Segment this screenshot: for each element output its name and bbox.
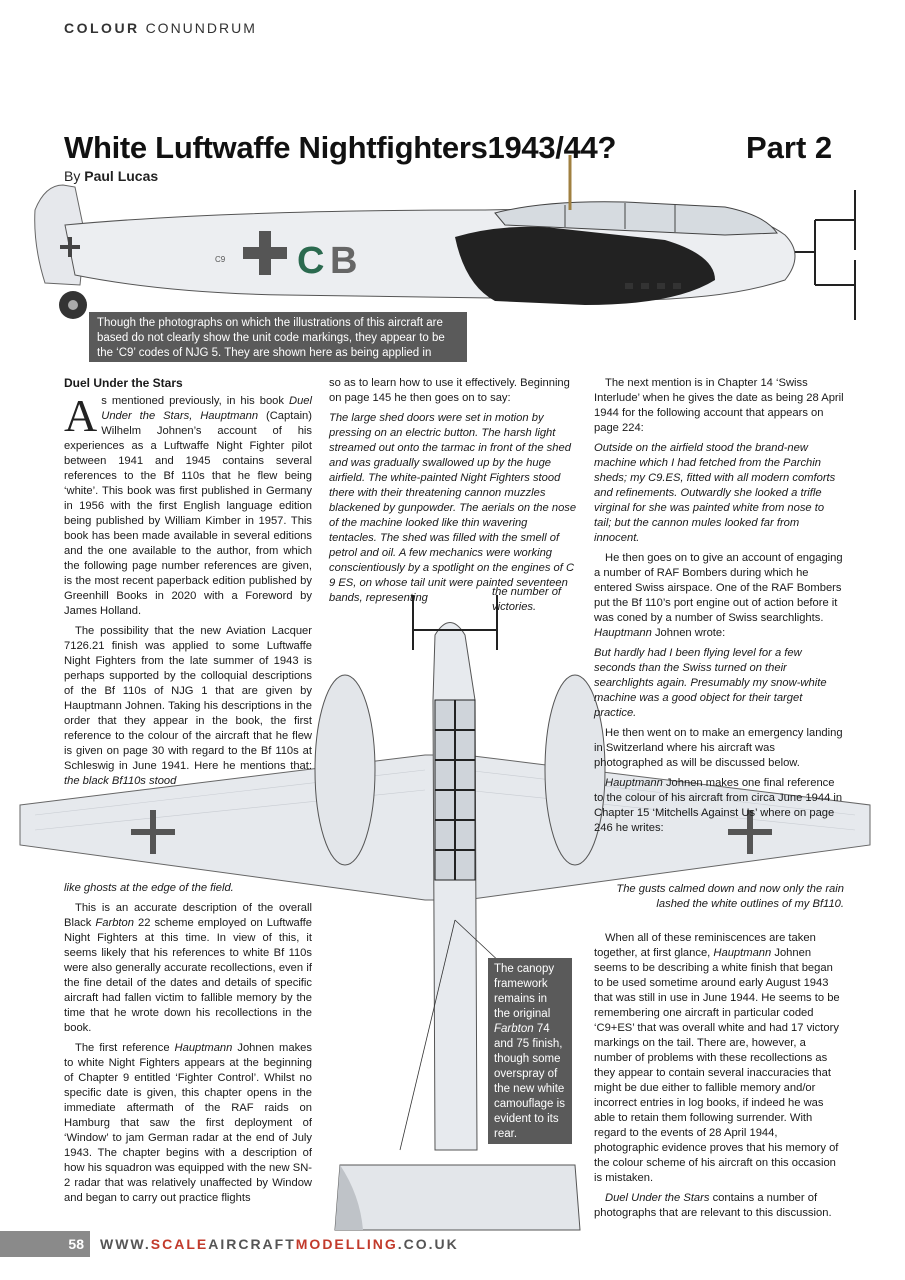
col3-p2b: Hauptmann <box>594 627 652 639</box>
section-heading: Duel Under the Stars <box>64 376 183 390</box>
col1-p2c: like ghosts at the edge of the field. <box>64 882 234 894</box>
col1-p2b: the black Bf110s stood <box>64 775 177 787</box>
col3-q2: But hardly had I been flying level for a… <box>594 647 827 719</box>
dropcap: A <box>64 390 98 441</box>
col1-p1b: Duel Under the Stars, Hauptmann <box>101 395 312 422</box>
page-number: 58 <box>0 1231 90 1257</box>
caption-end: 77. <box>136 362 156 374</box>
caption-text: Though the photographs on which the illu… <box>97 317 445 359</box>
col3-q1: Outside on the airfield stood the brand-… <box>594 442 836 544</box>
col2-quote-end: the number of victories. <box>492 586 562 613</box>
sidebox-c: 74 and 75 finish, though some overspray … <box>494 1023 565 1140</box>
byline: By Paul Lucas <box>64 168 158 184</box>
column-3-continued: When all of these reminiscences are take… <box>594 931 844 1226</box>
sidebox-a: The canopy framework remains in the orig… <box>494 963 555 1020</box>
section-header-bold: COLOUR <box>64 20 140 36</box>
col3-p2a: He then goes on to give an account of en… <box>594 552 843 624</box>
footer-url[interactable]: WWW.SCALEAIRCRAFTMODELLING.CO.UK <box>100 1236 459 1252</box>
col3-p5a: When all of these reminiscences are take… <box>594 932 816 959</box>
col3-p4a: Hauptmann <box>605 777 663 789</box>
col1-p4a: The first reference <box>75 1042 175 1054</box>
code-letter-c: C <box>297 240 324 282</box>
col1-p1a: s mentioned previously, in his book <box>101 395 289 407</box>
col3-p4b: Johnen makes one final reference to the … <box>594 777 843 834</box>
byline-prefix: By <box>64 168 81 184</box>
col1-p3b: Farbton <box>95 917 134 929</box>
col1-p4c: Johnen makes to white Night Fighters app… <box>64 1042 313 1204</box>
aircraft-side-view-illustration: C B C9 <box>34 155 856 320</box>
col1-p1c: (Captain) Wilhelm Johnen’s account of hi… <box>64 410 313 617</box>
url-part-c: AIRCRAFT <box>208 1236 296 1252</box>
col3-p6b: contains a number of photographs that ar… <box>594 1192 832 1219</box>
canopy-callout-box: The canopy framework remains in the orig… <box>488 958 572 1144</box>
column-1-continued: like ghosts at the edge of the field. Th… <box>64 881 312 1211</box>
col3-p5b: Hauptmann <box>713 947 772 959</box>
col1-p2a: The possibility that the new Aviation La… <box>64 625 312 772</box>
url-part-a: WWW. <box>100 1236 151 1252</box>
illustration-caption: Though the photographs on which the illu… <box>89 312 467 374</box>
article-title: White Luftwaffe Nightfighters1943/44? <box>64 130 617 165</box>
article-part: Part 2 <box>746 130 833 165</box>
column-2: so as to learn how to use it effectively… <box>329 376 577 611</box>
col3-q3: The gusts calmed down and now only the r… <box>616 883 844 910</box>
section-header-rest: CONUNDRUM <box>145 20 257 36</box>
col1-p3c: 22 scheme employed on Luftwaffe Night Fi… <box>64 917 313 1034</box>
author-name: Paul Lucas <box>84 168 159 184</box>
col1-p3a: This is an accurate description of the o… <box>64 902 312 929</box>
col2-quote: The large shed doors were set in motion … <box>329 412 577 604</box>
aircraft-plan-view-illustration <box>19 595 871 1231</box>
small-code-c9: C9 <box>215 255 226 264</box>
col1-p4b: Hauptmann <box>174 1042 233 1054</box>
col3-p6a: Duel Under the Stars <box>605 1192 710 1204</box>
section-header: COLOUR CONUNDRUM <box>64 20 257 36</box>
code-letter-b: B <box>330 240 357 282</box>
caption-italic: Farbton <box>97 362 137 374</box>
url-part-b: SCALE <box>150 1236 209 1252</box>
col3-p3: He then went on to make an emergency lan… <box>594 727 843 769</box>
col2-p1: so as to learn how to use it effectively… <box>329 377 570 404</box>
column-3: The next mention is in Chapter 14 ‘Swiss… <box>594 376 844 841</box>
col3-p2c: Johnen wrote: <box>651 627 726 639</box>
col3-p5c: Johnen seems to be describing a white fi… <box>594 947 840 1184</box>
sidebox-b: Farbton <box>494 1023 534 1035</box>
url-part-e: .CO.UK <box>397 1236 459 1252</box>
url-part-d: MODELLING <box>295 1236 398 1252</box>
col3-p1: The next mention is in Chapter 14 ‘Swiss… <box>594 377 844 434</box>
